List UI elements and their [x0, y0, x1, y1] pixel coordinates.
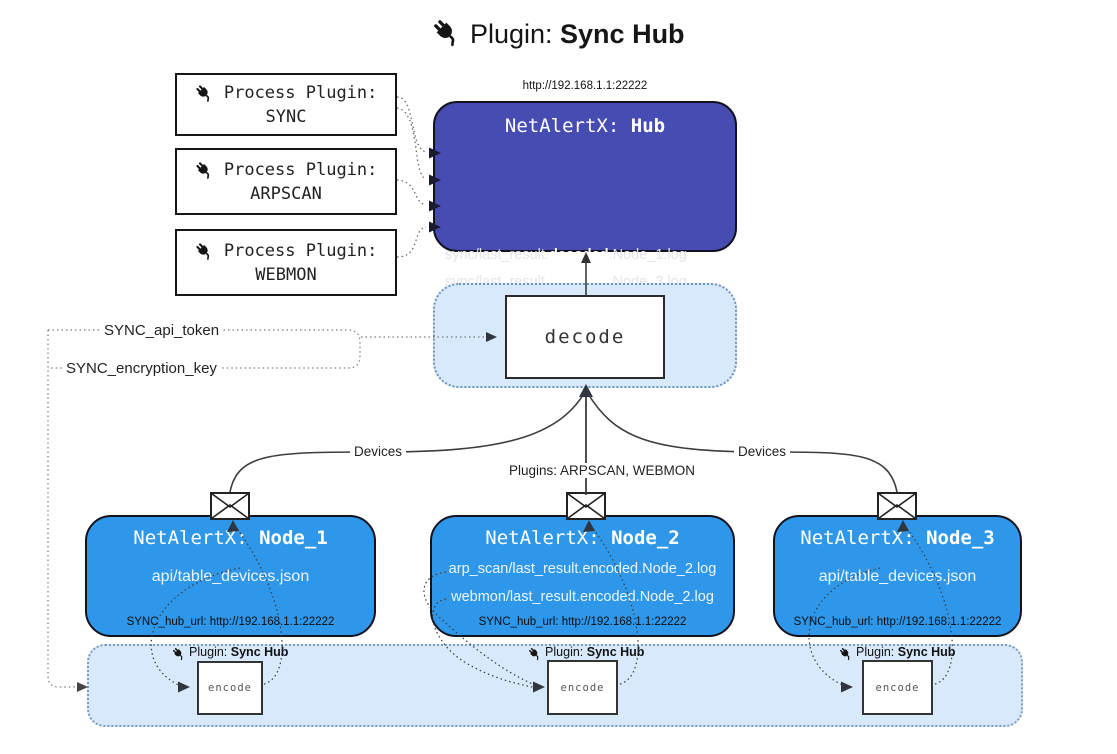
plug-icon — [528, 647, 542, 661]
node-2-hub-url: SYNC_hub_url: http://192.168.1.1:22222 — [478, 616, 687, 628]
plug-icon — [195, 84, 214, 103]
process-plugin-name: SYNC — [265, 106, 307, 127]
node-3-title: NetAlertX: Node_3 — [800, 527, 995, 549]
node-2-box: NetAlertX: Node_2 arp_scan/last_result.e… — [430, 515, 735, 637]
title-prefix: Plugin: — [469, 19, 553, 49]
node-3-box: NetAlertX: Node_3 api/table_devices.json… — [773, 515, 1022, 637]
encode-box-1: encode — [197, 661, 263, 715]
node-2-file-1: arp_scan/last_result.encoded.Node_2.log — [448, 561, 717, 577]
node-1-title: NetAlertX: Node_1 — [133, 527, 328, 549]
process-plugin-webmon-box: Process Plugin: WEBMON — [175, 229, 397, 296]
node-2-title: NetAlertX: Node_2 — [485, 527, 680, 549]
plug-icon — [195, 161, 214, 180]
node-1-box: NetAlertX: Node_1 api/table_devices.json… — [85, 515, 376, 637]
node-3-file: api/table_devices.json — [818, 568, 977, 585]
decode-label: decode — [544, 326, 626, 348]
node-2-file-2: webmon/last_result.encoded.Node_2.log — [451, 589, 714, 605]
encode-box-2: encode — [547, 660, 618, 715]
node-1-hub-url: SYNC_hub_url: http://192.168.1.1:22222 — [126, 616, 335, 628]
devices-right-label: Devices — [734, 444, 791, 459]
process-plugin-label: Process Plugin: — [223, 82, 378, 103]
hub-title: NetAlertX: Hub — [504, 115, 666, 137]
page-title: Plugin: Sync Hub — [0, 18, 1117, 50]
encode-box-3: encode — [862, 660, 933, 715]
process-plugin-label: Process Plugin: — [223, 159, 378, 180]
envelope-icon — [877, 492, 917, 520]
hub-log-1: sync/last_result.decoded.Node_1.log — [445, 247, 687, 263]
envelope-icon — [210, 492, 250, 520]
decode-box: decode — [505, 295, 665, 379]
node-3-hub-url: SYNC_hub_url: http://192.168.1.1:22222 — [793, 616, 1002, 628]
sync-api-token-label: SYNC_api_token — [100, 322, 224, 339]
process-plugin-name: WEBMON — [255, 264, 317, 285]
title-name: Sync Hub — [560, 19, 685, 49]
plugins-mid-label: Plugins: ARPSCAN, WEBMON — [505, 463, 700, 478]
process-plugin-sync-box: Process Plugin: SYNC — [175, 73, 397, 136]
hub-url-label: http://192.168.1.1:22222 — [522, 80, 648, 92]
band-label-2: Plugin: Sync Hub — [506, 645, 666, 661]
plug-icon — [195, 242, 214, 261]
node-1-file: api/table_devices.json — [151, 568, 310, 585]
plug-icon — [839, 647, 853, 661]
band-label-1: Plugin: Sync Hub — [150, 645, 310, 661]
plug-icon — [172, 647, 186, 661]
sync-encryption-key-label: SYNC_encryption_key — [62, 360, 221, 377]
band-label-3: Plugin: Sync Hub — [817, 645, 977, 661]
envelope-icon — [566, 492, 606, 520]
process-plugin-name: ARPSCAN — [250, 183, 322, 204]
process-plugin-label: Process Plugin: — [223, 240, 378, 261]
devices-left-label: Devices — [350, 444, 407, 459]
hub-box: NetAlertX: Hub sync/last_result.decoded.… — [433, 101, 737, 337]
process-plugin-arpscan-box: Process Plugin: ARPSCAN — [175, 148, 397, 215]
plug-icon — [432, 18, 462, 48]
